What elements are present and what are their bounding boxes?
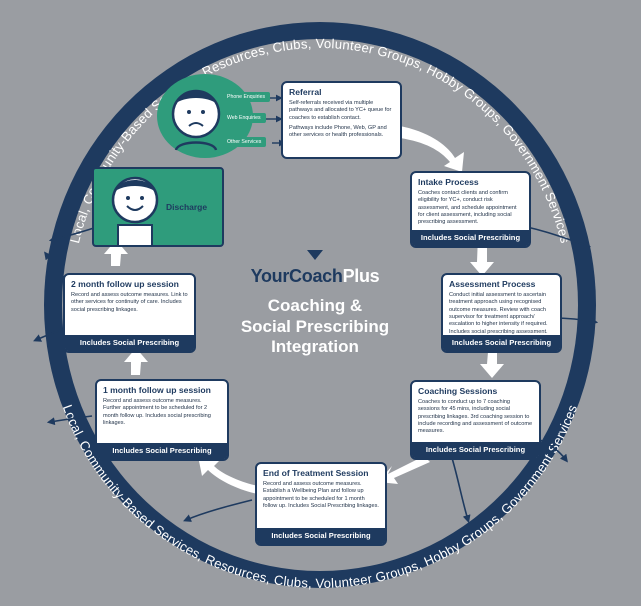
month1-body: Record and assess outcome measures. Furt… [103, 397, 211, 426]
end-footer: Includes Social Prescribing [257, 528, 385, 544]
month1-title: 1 month follow up session [103, 385, 211, 395]
discharge-group [92, 167, 224, 247]
assessment-box: Assessment Process Conduct initial asses… [441, 273, 562, 353]
link-month1-left [46, 415, 93, 426]
month2-footer: Includes Social Prescribing [65, 335, 194, 351]
center-logo: YourCoachPlus Coaching & Social Prescrib… [210, 250, 420, 358]
coaching-title: Coaching Sessions [418, 386, 498, 396]
tag-phone-enquiries: Phone Enquiries [222, 92, 271, 102]
link-end-left [183, 499, 253, 522]
process-arrows [104, 126, 504, 494]
subtitle-line-2: Social Prescribing [240, 316, 390, 336]
month2-body: Record and assess outcome measures. Link… [71, 291, 188, 313]
tag-other-services: Other Services [222, 137, 267, 147]
subtitle-line-1: Coaching & [267, 296, 363, 315]
tag-web-enquiries: Web Enquiries [222, 113, 266, 123]
intake-box: Intake Process Coaches contact clients a… [410, 171, 531, 248]
discharge-label: Discharge [166, 202, 208, 212]
arrow-month2-to-discharge [104, 240, 128, 266]
arrow-end-to-month1 [198, 456, 258, 494]
arrow-coaching-to-end [378, 456, 430, 484]
end-body: Record and assess outcome measures. Esta… [263, 480, 379, 509]
referral-body-line-2: Pathways include Phone, Web, GP and othe… [289, 125, 387, 139]
month1-box: 1 month follow up session Record and ass… [95, 379, 229, 461]
month2-box: 2 month follow up session Record and ass… [63, 273, 196, 353]
assessment-title: Assessment Process [449, 279, 536, 289]
coaching-body: Coaches to conduct up to 7 coaching sess… [418, 398, 533, 435]
brand-name: YourCoachPlus [210, 266, 420, 287]
assessment-body: Conduct initial assessment to ascertain … [449, 291, 548, 335]
coaching-footer: Includes Social Prescribing [412, 442, 539, 458]
intake-body: Coaches contact clients and confirm elig… [418, 189, 517, 226]
arrow-month1-to-month2 [124, 348, 148, 375]
intake-footer: Includes Social Prescribing [412, 230, 529, 246]
referral-body-line-1: Self-referrals received via multiple pat… [289, 99, 392, 121]
brand-plus: Plus [342, 266, 380, 286]
brand-triangle-icon [307, 250, 323, 260]
month2-title: 2 month follow up session [71, 279, 179, 289]
happy-person-icon [111, 176, 159, 224]
link-coaching-bottom [451, 457, 471, 524]
sad-person-icon [171, 89, 221, 139]
coaching-box: Coaching Sessions Coaches to conduct up … [410, 380, 541, 460]
arrow-referral-to-intake [400, 126, 464, 172]
month1-footer: Includes Social Prescribing [97, 443, 227, 459]
referral-body: Self-referrals received via multiple pat… [289, 100, 394, 140]
referral-box: Referral Self-referrals received via mul… [281, 81, 402, 159]
end-of-treatment-box: End of Treatment Session Record and asse… [255, 462, 387, 546]
subtitle-line-3: Integration [271, 337, 359, 357]
referral-title: Referral [289, 87, 322, 97]
center-subtitle: Coaching & Social Prescribing Integratio… [210, 296, 420, 358]
link-coaching-right [539, 439, 568, 463]
arrow-assessment-to-coaching [480, 352, 504, 378]
brand-main: YourCoach [250, 266, 343, 286]
assessment-footer: Includes Social Prescribing [443, 335, 560, 351]
end-title: End of Treatment Session [263, 468, 369, 478]
arrow-intake-to-assessment [470, 236, 494, 276]
intake-title: Intake Process [418, 177, 479, 187]
